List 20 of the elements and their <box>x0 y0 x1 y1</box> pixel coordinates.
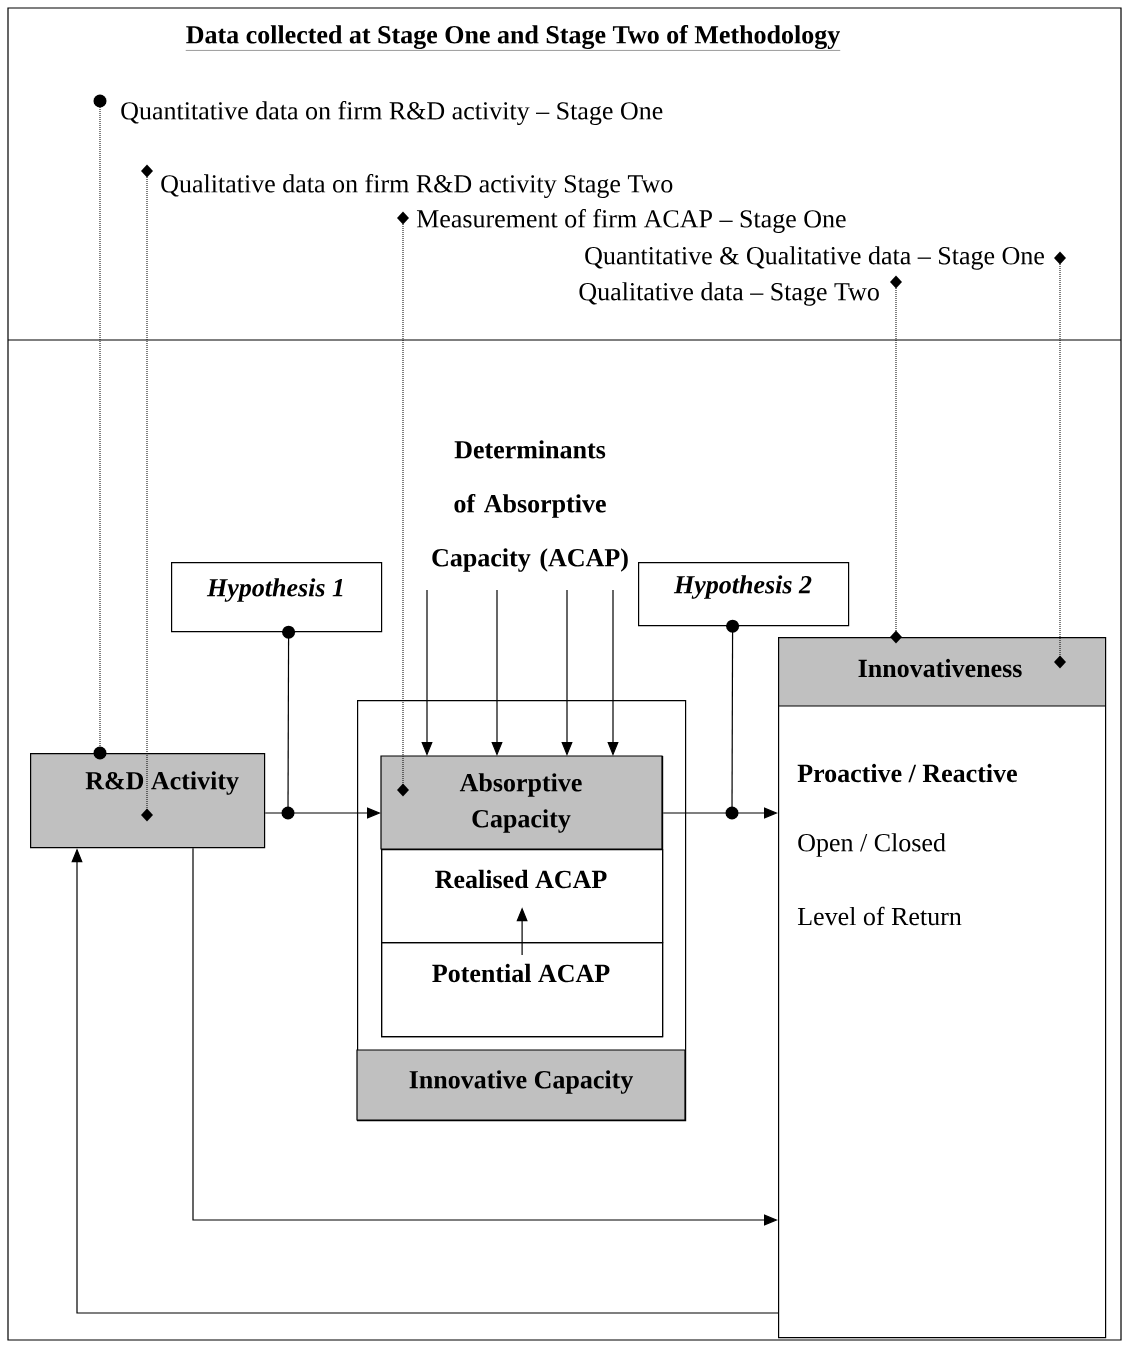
leader-line <box>890 275 902 644</box>
outcome-box: Innovativeness Proactive / Reactive Open / Closed Level of Return <box>777 637 1107 1339</box>
data-note: Quantitative data on firm R&D activity – Stage One <box>121 101 663 125</box>
section-box: Potential ACAP <box>381 942 664 1038</box>
hypothesis-box: Hypothesis 1 <box>171 562 383 633</box>
leader-line <box>93 94 107 760</box>
connector <box>281 625 296 820</box>
title: Data collected at Stage One and Stage Two of Methodology <box>185 25 841 51</box>
hypothesis-box: Hypothesis 2 <box>638 562 850 627</box>
section-box: Realised ACAP <box>381 849 664 944</box>
data-note: Qualitative data – Stage Two <box>579 282 879 306</box>
connector <box>725 619 740 820</box>
determinants-heading: Determinants of Absorptive Capacity (ACAP) <box>432 440 628 572</box>
data-note: Quantitative & Qualitative data – Stage One <box>585 246 1044 270</box>
leader-line <box>397 211 409 797</box>
process-box: R&D Activity <box>30 753 266 849</box>
data-note: Qualitative data on firm R&D activity Stage Two <box>161 174 673 198</box>
leader-line <box>141 164 153 822</box>
data-note: Measurement of firm ACAP – Stage One <box>416 209 846 233</box>
leader-line <box>1054 251 1066 669</box>
